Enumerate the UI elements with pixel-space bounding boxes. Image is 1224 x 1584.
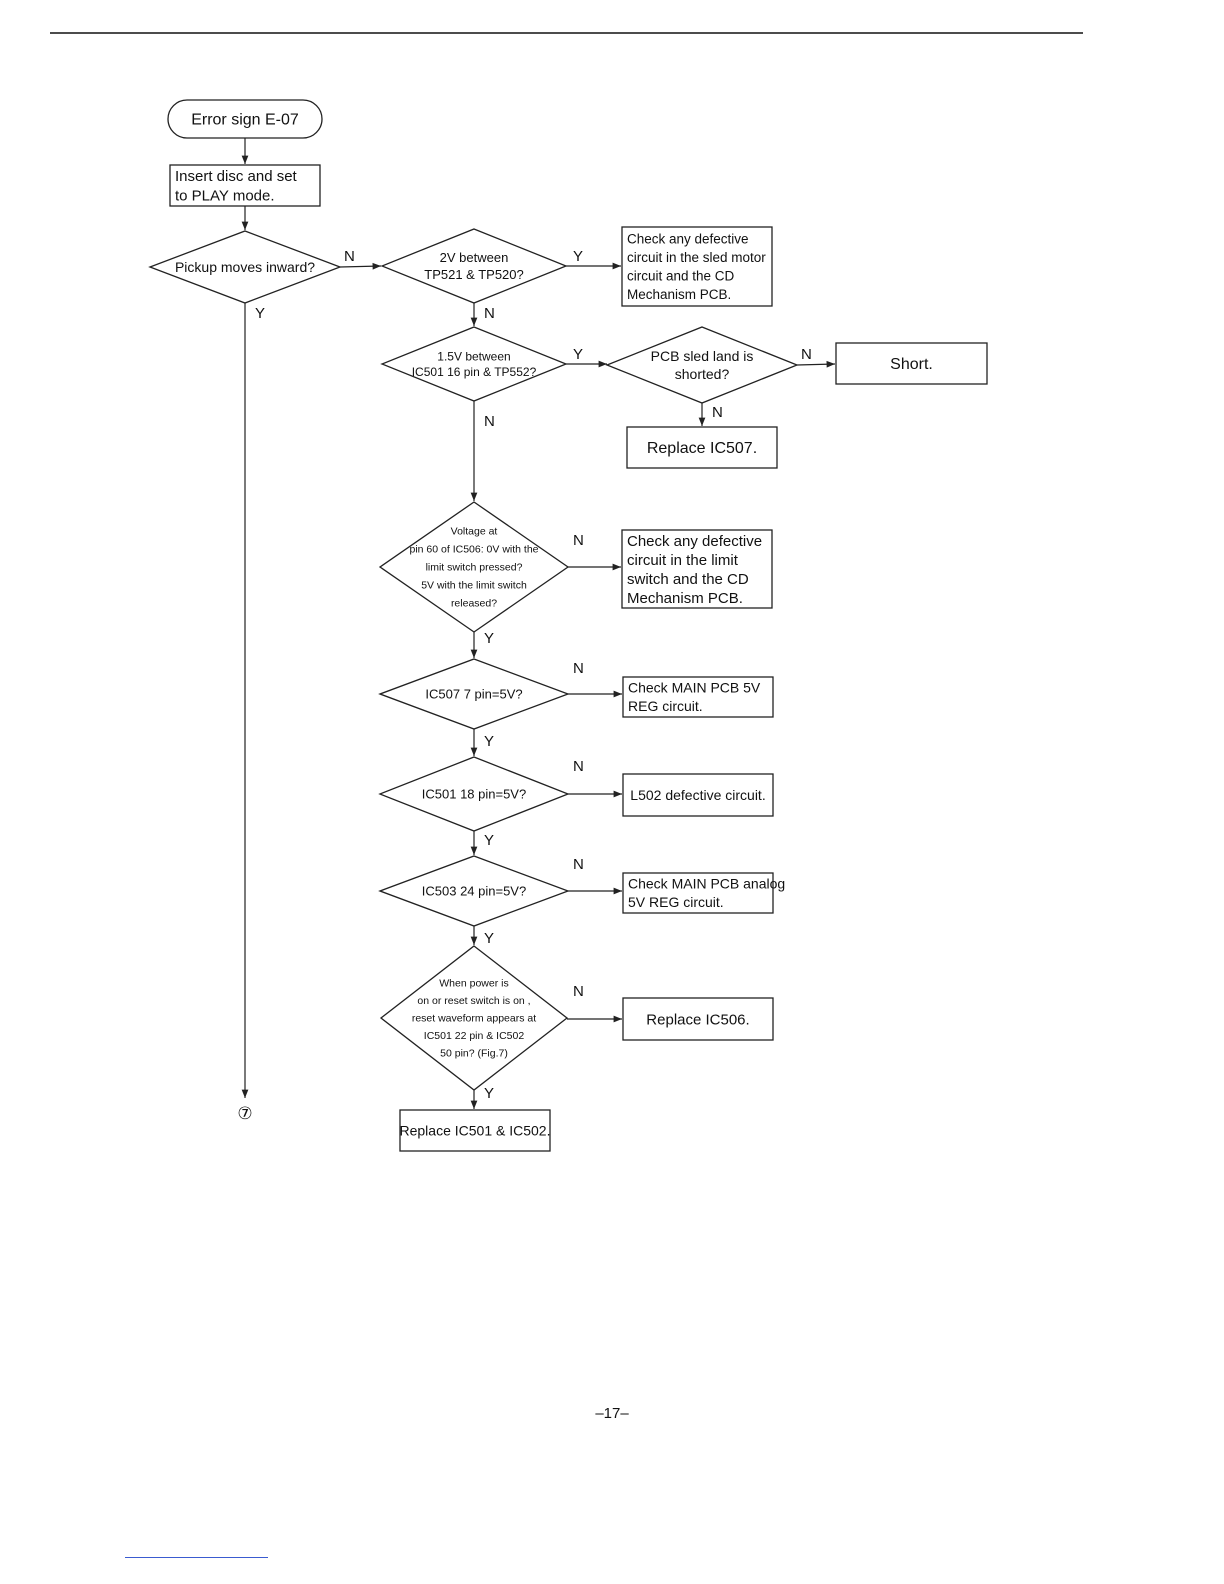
edge-sledland-no-short — [796, 360, 836, 368]
connector-7: ⑦ — [237, 1104, 252, 1123]
label-ic501-no: N — [573, 758, 584, 775]
node-q-ic507-7: IC507 7 pin=5V? — [378, 658, 570, 730]
label-pickup-yes: Y — [255, 305, 265, 322]
page-number: –17– — [595, 1405, 629, 1422]
box-ic507-text: Replace IC507. — [647, 440, 757, 457]
node-q-ic503-24: IC503 24 pin=5V? — [378, 855, 570, 927]
q-voltage60-shape — [378, 501, 570, 633]
node-start: Error sign E-07 — [167, 99, 323, 139]
q-2v-shape — [380, 228, 568, 304]
node-box-ic506: Replace IC506. — [622, 997, 774, 1041]
label-ic507-yes: Y — [484, 733, 494, 750]
q-ic501-18-shape — [378, 756, 570, 832]
box-l502-text: L502 defective circuit. — [630, 787, 765, 803]
edge-pickup-2v — [339, 262, 382, 270]
label-voltage60-yes: Y — [484, 630, 494, 647]
node-box-ic507: Replace IC507. — [626, 426, 778, 469]
box-l502-shape — [622, 773, 774, 817]
label-ic503-no: N — [573, 856, 584, 873]
q-15v-shape — [380, 326, 568, 402]
label-reset-yes: Y — [484, 1085, 494, 1102]
box-sled-shape — [621, 226, 773, 307]
box-ic506-shape — [622, 997, 774, 1041]
box-analog-shape — [622, 872, 774, 914]
q-pickup-shape — [148, 230, 342, 304]
box-short-text: Short. — [890, 356, 933, 373]
label-pickup-no: N — [344, 248, 355, 265]
start-text: Error sign E-07 — [191, 112, 299, 129]
node-box-l502: L502 defective circuit. — [622, 773, 774, 817]
label-ic503-yes: Y — [484, 930, 494, 947]
box-limit-shape — [621, 529, 773, 609]
label-ic507-no: N — [573, 660, 584, 677]
node-q-pickup: Pickup moves inward? — [148, 230, 342, 304]
insert-shape — [169, 164, 321, 207]
node-box-final: Replace IC501 & IC502. — [399, 1109, 551, 1152]
label-15v-yes: Y — [573, 346, 583, 363]
label-2v-yes: Y — [573, 248, 583, 265]
label-sledland-n: N — [712, 404, 723, 421]
box-ic507-shape — [626, 426, 778, 469]
q-pickup-text: Pickup moves inward? — [175, 259, 315, 275]
box-main5v-shape — [622, 676, 774, 718]
q-ic507-7-shape — [378, 658, 570, 730]
label-2v-no: N — [484, 305, 495, 322]
box-final-shape — [399, 1109, 551, 1152]
start-terminal-shape — [167, 99, 323, 139]
box-final-text: Replace IC501 & IC502. — [400, 1122, 551, 1138]
label-ic501-yes: Y — [484, 832, 494, 849]
node-q-ic501-18: IC501 18 pin=5V? — [378, 756, 570, 832]
q-ic507-7-text: IC507 7 pin=5V? — [425, 687, 522, 702]
box-ic506-text: Replace IC506. — [646, 1011, 749, 1028]
q-ic503-24-shape — [378, 855, 570, 927]
box-short-shape — [835, 342, 988, 385]
q-ic501-18-text: IC501 18 pin=5V? — [422, 787, 526, 802]
q-ic503-24-text: IC503 24 pin=5V? — [422, 884, 526, 899]
footer-line — [125, 1557, 268, 1558]
label-reset-no: N — [573, 983, 584, 1000]
label-voltage60-no: N — [573, 532, 584, 549]
label-15v-no: N — [484, 413, 495, 430]
q-sled-land-shape — [605, 326, 799, 404]
q-reset-shape — [379, 945, 569, 1091]
label-sledland-no: N — [801, 346, 812, 363]
node-box-short: Short. — [835, 342, 988, 385]
